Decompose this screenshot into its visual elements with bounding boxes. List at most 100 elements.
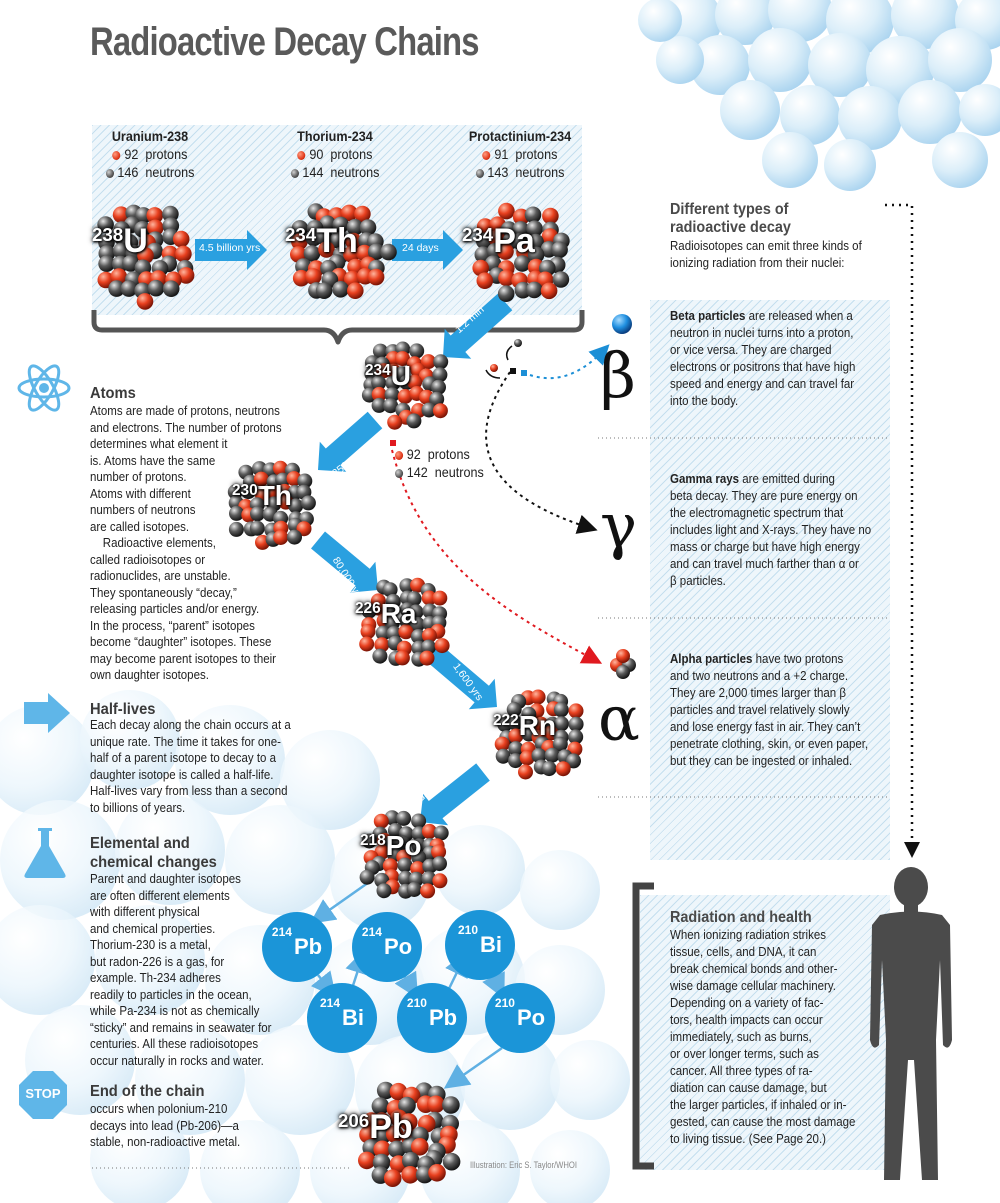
mass-number: 206 — [338, 1109, 370, 1131]
nucleon — [359, 636, 375, 652]
nucleon — [555, 761, 571, 777]
nucleon — [240, 484, 256, 500]
bubble-decoration — [715, 0, 775, 45]
nuclide-pb214: 214Pb — [262, 912, 332, 982]
nucleon — [530, 689, 546, 705]
health-line: gested, can cause the most damage — [670, 1115, 856, 1129]
arrow-u234-th230 — [318, 411, 383, 472]
element-symbol: Po — [516, 1005, 546, 1030]
nucleon — [359, 219, 377, 236]
nucleus-label: 218Po — [360, 830, 421, 862]
mass-number: 234 — [462, 223, 494, 245]
health-line: immediately, such as burns, — [670, 1030, 812, 1044]
nucleon — [297, 473, 313, 489]
arrow-th230-ra226 — [311, 531, 378, 593]
arrow-rn222-po218 — [420, 763, 490, 826]
nucleus-rn222 — [494, 689, 584, 780]
nucleon — [398, 624, 414, 640]
health-line: break chemical bonds and other- — [670, 962, 838, 976]
nuclide-po210: 210Po — [485, 983, 555, 1053]
isotope-name: Thorium-234 — [297, 128, 373, 144]
nucleon — [475, 232, 493, 250]
nucleon — [407, 374, 423, 390]
nucleon — [432, 403, 448, 419]
atoms-line: are called isotopes. — [90, 519, 190, 534]
illustration-credit: Illustration: Eric S. Taylor/WHOI — [470, 1160, 577, 1170]
neutron-icon — [290, 169, 299, 178]
changes-line: with different physical — [90, 905, 200, 919]
nucleon — [402, 1151, 420, 1170]
bubble-decoration — [928, 28, 992, 92]
neutron-count: 143 — [487, 164, 509, 180]
half-lives-line: daughter isotope is called a half-life. — [90, 767, 274, 782]
alpha-line: and two neutrons and a +2 charge. — [670, 669, 849, 683]
atoms-line: determines what element it — [90, 437, 228, 451]
nucleon — [373, 813, 389, 829]
end-line: decays into lead (Pb-206)—a — [90, 1118, 239, 1133]
nucleon — [419, 650, 435, 666]
neutron-word: neutrons — [515, 164, 565, 180]
beta-line: or vice versa. They are charged — [670, 343, 832, 357]
nucleon — [98, 255, 115, 272]
stop-sign-icon — [19, 1071, 67, 1119]
bubble-decoration — [200, 1120, 300, 1203]
nucleon — [527, 233, 544, 251]
bubble-decoration — [550, 1040, 630, 1120]
half-lives-line: Each decay along the chain occurs at a — [90, 718, 291, 732]
changes-heading-line: Elemental and — [90, 835, 190, 852]
beta-lines: neutron in nuclei turns into a proton,or… — [670, 326, 855, 408]
nucleon — [345, 232, 362, 250]
bubble-decoration — [95, 905, 205, 1015]
health-line: When ionizing radiation strikes — [670, 928, 826, 942]
nucleon — [554, 716, 569, 732]
nucleon — [346, 219, 364, 236]
mass-number: 230 — [232, 481, 258, 499]
atom-icon — [17, 364, 71, 412]
nuclide-bi210: 210Bi — [445, 910, 515, 980]
isotope-header-th234: Thorium-234 90 protons 144 neutrons — [281, 127, 389, 181]
nucleon — [387, 414, 403, 430]
nucleon — [527, 246, 545, 264]
bubble-decoration — [115, 795, 225, 905]
gamma-marker — [510, 368, 516, 374]
mass-number: 214 — [319, 996, 341, 1010]
bubble-decoration — [530, 1130, 610, 1203]
decay-types-heading-line: Different types of — [670, 201, 789, 218]
changes-line: are often different elements — [90, 888, 230, 903]
beta-particle-icon — [612, 314, 632, 334]
bubble-decoration — [0, 905, 95, 1015]
decay-types-panel — [650, 300, 890, 860]
isotope-name: Protactinium-234 — [468, 128, 572, 144]
nucleon — [524, 206, 542, 224]
proton-word: protons — [145, 146, 188, 162]
nucleon — [427, 1095, 445, 1114]
gamma-line: and can travel much farther than α or — [670, 557, 859, 571]
decay-types-heading-line: radioactive decay — [670, 219, 791, 236]
nucleon — [340, 204, 358, 222]
alpha-symbol: α — [598, 682, 640, 755]
nucleon — [275, 472, 291, 488]
nucleon — [410, 616, 425, 632]
neutron-count: 146 — [117, 164, 139, 180]
beta-line: electrons or positrons that have high — [670, 360, 856, 374]
nucleon — [372, 1153, 391, 1172]
nucleon — [566, 753, 581, 769]
nucleon — [568, 703, 584, 719]
isotope-header-u238: Uranium-238 92 protons 146 neutrons — [96, 127, 204, 181]
changes-heading-line: chemical changes — [90, 854, 217, 871]
mass-number: 214 — [361, 925, 382, 939]
nucleon — [411, 838, 427, 854]
nucleon — [292, 269, 310, 287]
nucleon — [472, 259, 490, 277]
nucleon — [380, 243, 397, 261]
nucleon — [227, 484, 243, 500]
atoms-line: They spontaneously “decay,” — [90, 585, 237, 600]
nucleon — [507, 715, 523, 731]
proton-count: 92 — [124, 146, 139, 162]
nucleon — [409, 343, 425, 359]
nucleon — [401, 1166, 420, 1184]
